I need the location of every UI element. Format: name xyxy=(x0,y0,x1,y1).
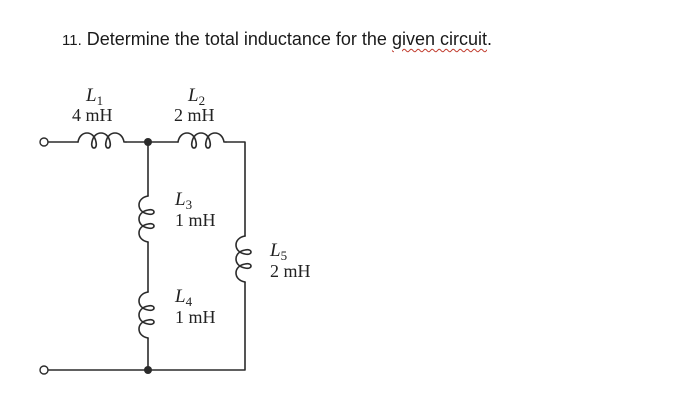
label-L4-value: 1 mH xyxy=(175,307,216,327)
inductor-L5-coil xyxy=(235,235,252,283)
question-text: 11. Determine the total inductance for t… xyxy=(62,29,492,50)
label-L5-name: L5 xyxy=(269,240,287,263)
label-L3-value: 1 mH xyxy=(175,210,216,230)
junction-bottom xyxy=(144,366,152,374)
label-L2-name: L2 xyxy=(187,85,205,108)
terminal-bottom xyxy=(39,365,49,375)
spellcheck-flagged-words[interactable]: given circuit xyxy=(391,29,488,49)
wire-right-branch-top xyxy=(225,141,246,237)
label-L5-value: 2 mH xyxy=(270,261,311,281)
question-number: 11. xyxy=(62,32,82,49)
inductor-L3-coil xyxy=(138,195,155,243)
inductor-L1-coil xyxy=(77,132,127,149)
terminal-top xyxy=(39,137,49,147)
inductor-L4-coil xyxy=(138,291,155,339)
question-prompt: Determine the total inductance for the xyxy=(86,29,387,49)
question-period: . xyxy=(487,29,493,49)
label-L3-name: L3 xyxy=(174,189,192,212)
junction-top xyxy=(144,138,152,146)
wire-right-branch-bottom xyxy=(147,281,246,371)
label-L4-name: L4 xyxy=(174,286,193,309)
label-L1-name: L1 xyxy=(85,85,103,108)
inductor-L2-coil xyxy=(177,132,227,149)
label-L1-value: 4 mH xyxy=(72,105,113,125)
label-L2-value: 2 mH xyxy=(174,105,215,125)
